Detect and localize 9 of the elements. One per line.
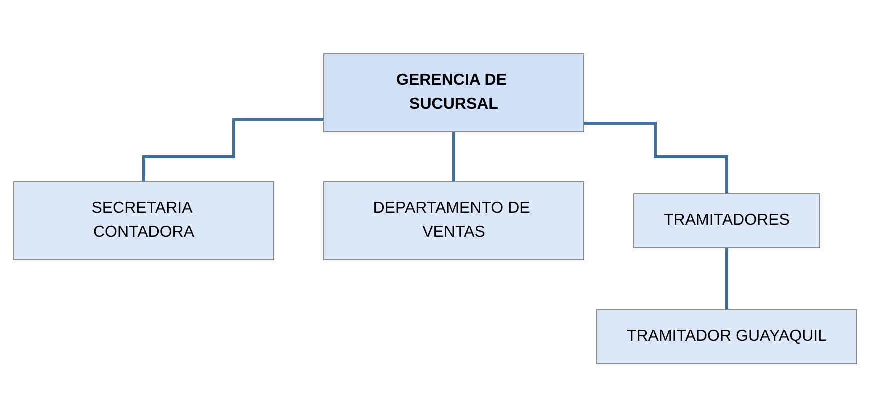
- node-box: DEPARTAMENTO DE VENTAS: [323, 181, 584, 260]
- node-box: SECRETARIA CONTADORA: [13, 181, 274, 260]
- connector: [584, 121, 728, 195]
- node-box: TRAMITADORES: [633, 193, 820, 248]
- connector: [142, 118, 324, 183]
- connector: [452, 130, 456, 183]
- node-box: GERENCIA DE SUCURSAL: [323, 53, 584, 132]
- node-box: TRAMITADOR GUAYAQUIL: [596, 309, 857, 364]
- connector: [724, 246, 728, 311]
